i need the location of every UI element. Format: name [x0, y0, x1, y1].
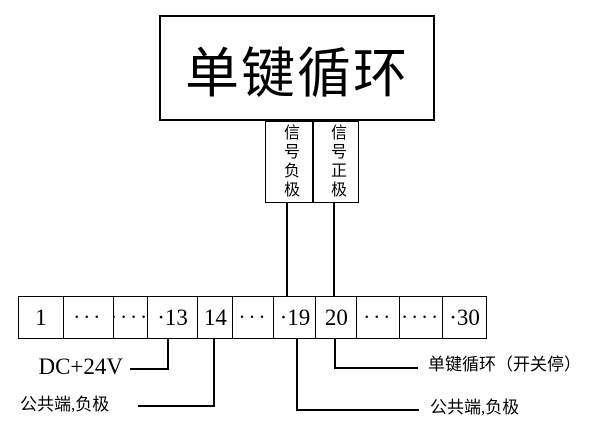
wire-terminal-20 [334, 338, 336, 369]
label-common-negative-right: 公共端,负极 [430, 398, 520, 417]
terminal-cell-dots-1: ··· [64, 297, 114, 338]
terminal-cell-30: ·30 [449, 304, 480, 330]
connector-common-left [138, 405, 215, 407]
label-single-key-cycle: 单键循环（开关停） [428, 355, 581, 374]
terminal-cell-19: ·19 [274, 297, 317, 338]
terminal-cell-dots-4: ··· [357, 297, 401, 338]
terminal-cell-13: ·13 [148, 297, 199, 338]
wire-terminal-14 [213, 338, 215, 407]
terminal-cell-dots-2: ···· [114, 297, 148, 338]
terminal-cell-14: 14 [198, 297, 234, 338]
connector-common-right [296, 409, 419, 411]
terminal-cell-dots-3: ··· [233, 297, 275, 338]
signal-positive-box: 信号正极 [313, 121, 359, 203]
connector-dc-power [130, 368, 169, 370]
label-dc-24v: DC+24V [38, 354, 123, 379]
signal-negative-box: 信号负极 [265, 121, 313, 203]
wire-signal-positive [333, 202, 335, 296]
terminal-strip: 1 ··· ···· ·13 14 ··· ·19 20 ··· ···· ·3… [18, 296, 487, 339]
terminal-cell-dots-5: ···· [400, 297, 444, 338]
title-box: 单键循环 [159, 15, 435, 121]
signal-negative-label: 信号负极 [281, 124, 298, 200]
terminal-cell-1: 1 [19, 297, 64, 338]
label-common-negative-left: 公共端,负极 [20, 395, 110, 414]
terminal-cell-20: 20 [316, 297, 358, 338]
signal-positive-label: 信号正极 [328, 124, 345, 200]
wire-terminal-13 [167, 338, 169, 370]
wire-terminal-19 [296, 338, 298, 411]
title-label: 单键循环 [185, 43, 409, 104]
connector-single-key [334, 367, 418, 369]
wire-signal-negative [286, 202, 288, 296]
